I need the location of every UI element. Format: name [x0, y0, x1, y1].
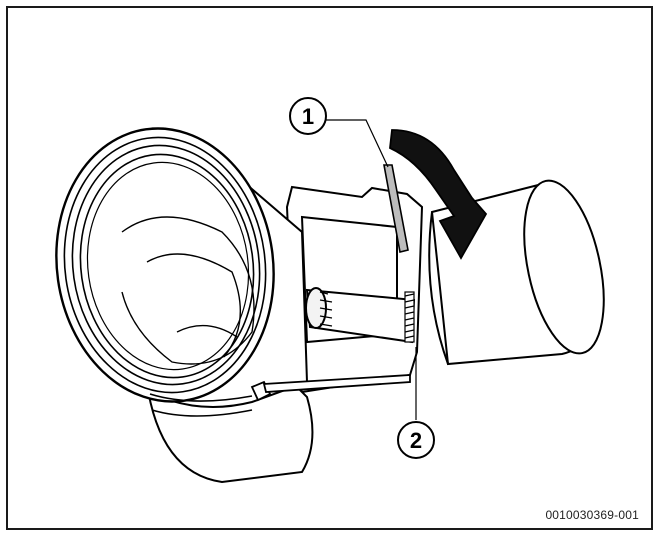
pipe-coupling — [55, 127, 314, 484]
callout-1: 1 — [289, 97, 327, 135]
figure-id: 0010030369-001 — [545, 508, 639, 522]
illustration: 1 2 — [55, 97, 605, 484]
callout-2: 2 — [397, 421, 435, 459]
rotation-arrow — [389, 129, 488, 260]
clamp-band — [250, 374, 411, 402]
callout-2-number: 2 — [410, 428, 422, 453]
part-2-threaded-rod — [404, 291, 415, 343]
leader-lines — [326, 119, 417, 420]
part-1-plate — [383, 164, 409, 253]
callout-1-number: 1 — [302, 104, 314, 129]
figure-frame: 1 2 0010030369-001 — [6, 6, 653, 530]
